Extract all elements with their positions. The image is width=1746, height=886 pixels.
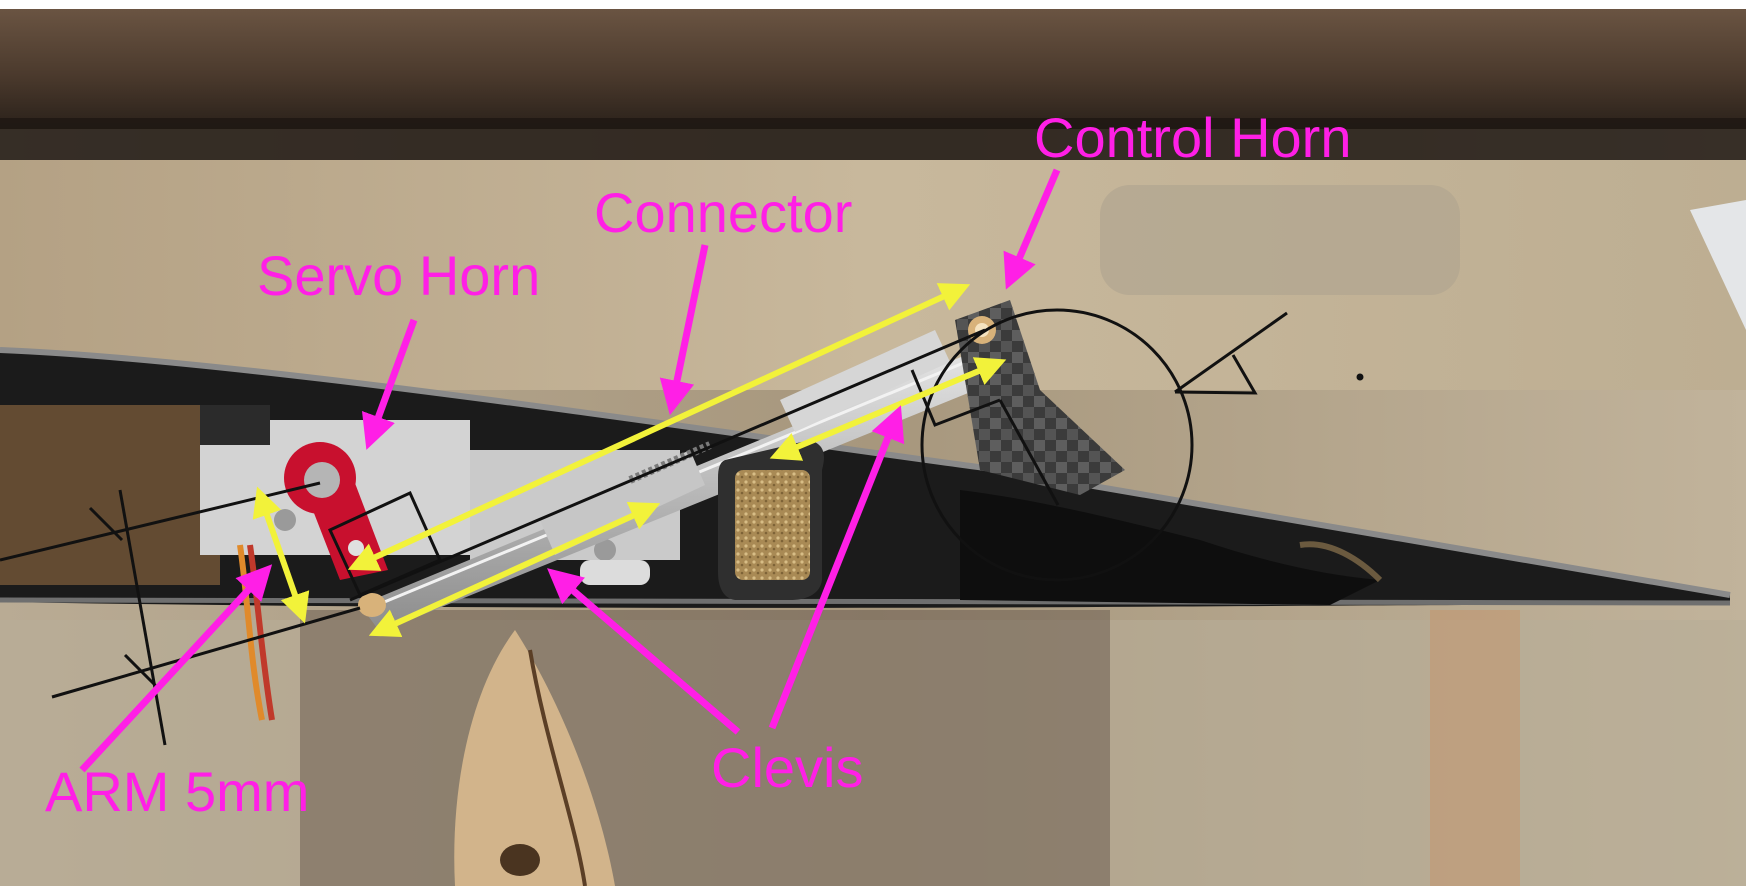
label-servo-horn: Servo Horn [257, 244, 541, 307]
label-connector: Connector [594, 181, 853, 244]
label-clevis: Clevis [711, 736, 864, 799]
dimension-arrows [252, 283, 1007, 637]
label-arm: ARM 5mm [45, 760, 310, 823]
label-control-horn: Control Horn [1034, 106, 1352, 169]
callout-arrows [79, 168, 1061, 773]
